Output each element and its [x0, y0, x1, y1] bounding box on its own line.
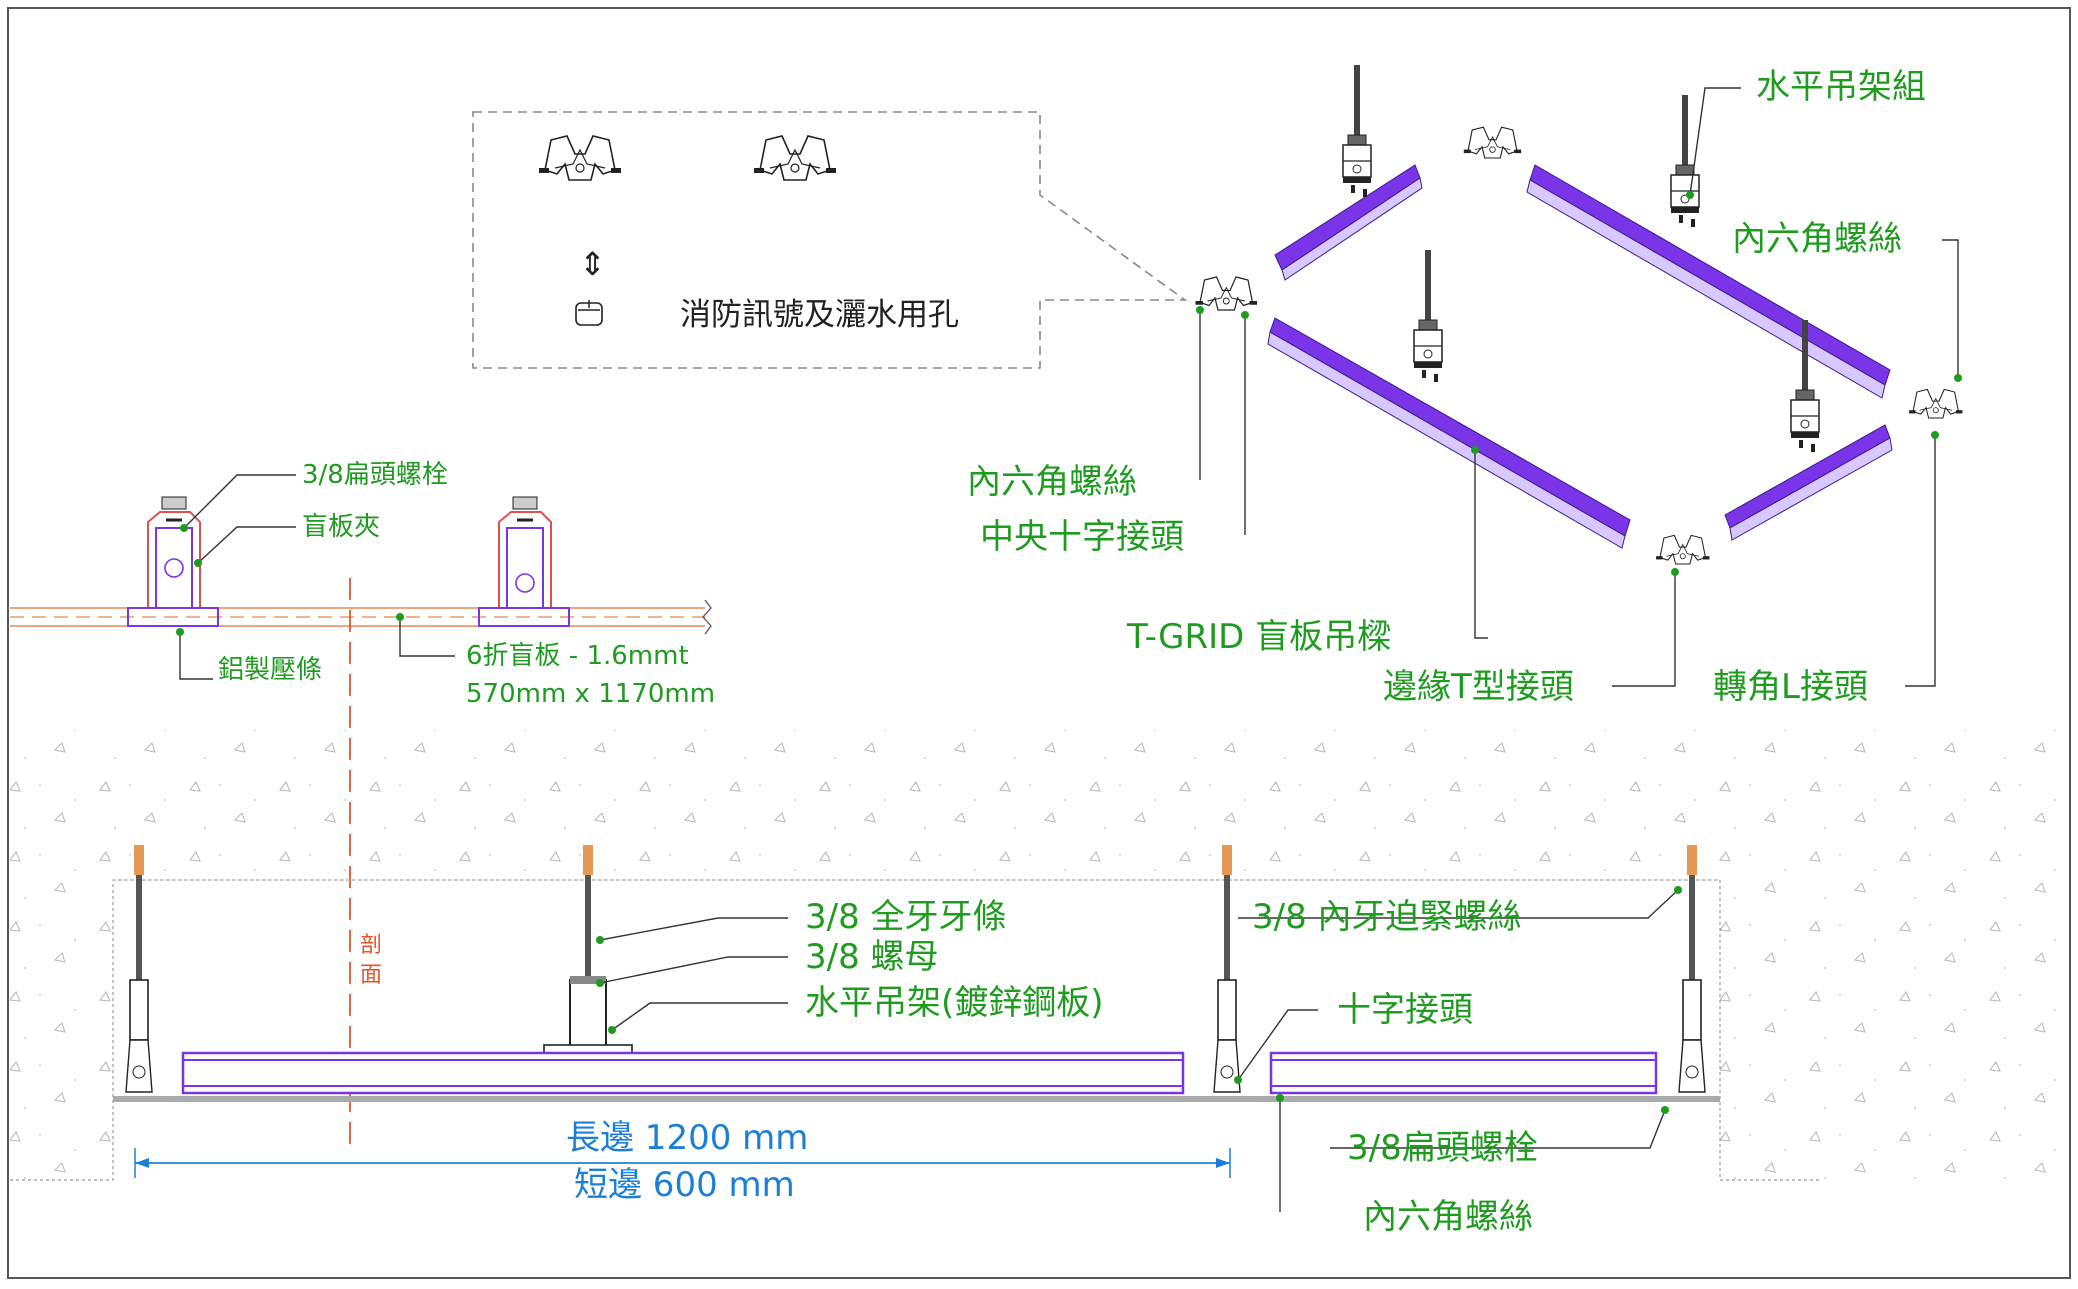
- purple-beam-long: [181, 1051, 1185, 1095]
- callout-legend-text: 消防訊號及灑水用孔: [680, 297, 959, 333]
- iso-grid: [1194, 64, 1963, 565]
- purple-beam-short: [1269, 1051, 1658, 1095]
- dimension-long-side: 長邊 1200 mm: [566, 1118, 809, 1158]
- rail-top-left: [1274, 164, 1423, 281]
- leader-lines: [179, 87, 1959, 1212]
- label-profile-aluminum-strip: 鋁製壓條: [218, 655, 323, 685]
- label-profile-panel-line2: 570mm x 1170mm: [466, 679, 716, 709]
- label-profile-panel-line1: 6折盲板 - 1.6mmt: [466, 641, 689, 671]
- concrete-slab: [10, 730, 2070, 1181]
- label-corner-l-joint: 轉角L接頭: [1713, 667, 1868, 707]
- dimension-short-side: 短邊 600 mm: [574, 1165, 795, 1205]
- sheet-frame: [7, 7, 2071, 1279]
- elevation-rod-2: [583, 845, 593, 980]
- rail-bottom-left: [1267, 317, 1631, 549]
- label-threaded-rod: 3/8 全牙牙條: [805, 897, 1007, 937]
- dimension-line: [134, 1148, 1231, 1178]
- label-nut: 3/8 螺母: [805, 937, 939, 977]
- iso-bracket-right: [1908, 388, 1963, 419]
- label-profile-blind-clip: 盲板夾: [302, 512, 381, 542]
- label-horizontal-hanger: 水平吊架(鍍鋅鋼板): [805, 983, 1104, 1023]
- iso-bracket-top: [1463, 126, 1522, 159]
- leader-dots: [176, 191, 1962, 1114]
- section-marker-char2: 面: [360, 963, 383, 988]
- label-center-cross-joint: 中央十字接頭: [980, 517, 1184, 557]
- clip-profile-1: [127, 496, 219, 627]
- rail-top-right: [1526, 164, 1891, 399]
- elevation-rod-1: [125, 845, 153, 1093]
- iso-hanger-1: [1342, 64, 1372, 198]
- label-tgrid-beam: T-GRID 盲板吊樑: [1127, 617, 1392, 657]
- section-marker-char1: 剖: [360, 933, 383, 958]
- profile-detail: [10, 496, 712, 635]
- label-elevation-hex-screw: 內六角螺絲: [1363, 1197, 1533, 1237]
- plug-icon: [575, 300, 603, 326]
- iso-hanger-3: [1413, 249, 1443, 383]
- clip-profile-2: [478, 496, 570, 627]
- rail-bottom-right: [1724, 424, 1893, 541]
- label-horizontal-hanger-set: 水平吊架組: [1756, 67, 1926, 107]
- label-edge-t-joint: 邊緣T型接頭: [1383, 667, 1574, 707]
- label-cross-joint: 十字接頭: [1337, 990, 1473, 1030]
- callout-box: [472, 111, 1188, 369]
- label-profile-flat-bolt: 3/8扁頭螺栓: [302, 460, 448, 490]
- horizontal-hanger-elevation: [543, 976, 633, 1054]
- elevation-detail: [113, 845, 1720, 1178]
- label-hex-screw-left: 內六角螺絲: [967, 462, 1137, 502]
- label-coupling-nut: 3/8 內牙迫緊螺絲: [1252, 897, 1522, 937]
- label-hex-screw-right: 內六角螺絲: [1732, 219, 1902, 259]
- iso-bracket-bottom: [1655, 534, 1710, 565]
- elevation-rod-3: [1213, 845, 1241, 1093]
- label-elevation-flat-bolt: 3/8扁頭螺栓: [1347, 1128, 1538, 1168]
- swap-arrow-icon: ⇕: [579, 245, 606, 283]
- elevation-rod-4: [1678, 845, 1706, 1093]
- iso-bracket-left: [1194, 276, 1258, 311]
